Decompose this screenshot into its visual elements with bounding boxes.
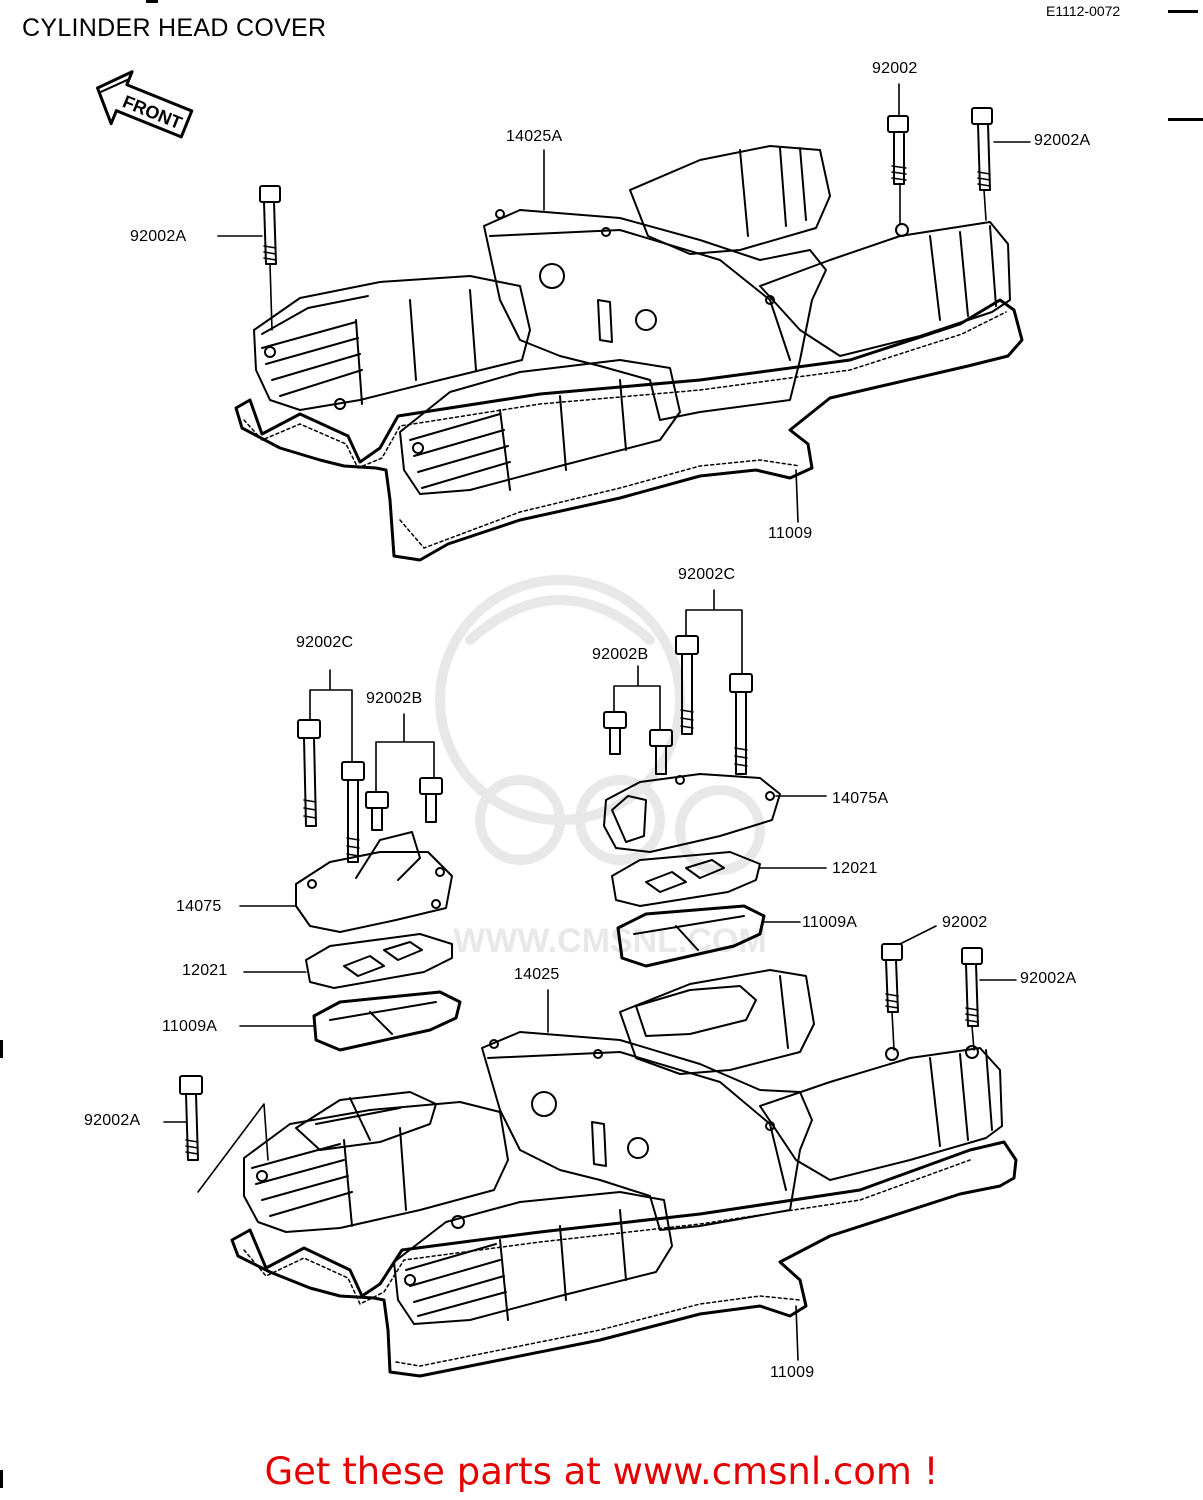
watermark-text: WWW.CMSNL.COM: [453, 922, 767, 960]
bolt-92002-mid: [881, 943, 903, 1013]
leader-lines-right-parts: [759, 795, 827, 923]
label-11009A-right: 11009A: [802, 914, 858, 931]
cylinder-head-cover-bottom: [230, 969, 1018, 1378]
plate-12021-left: [305, 933, 453, 989]
gasket-11009-top: [234, 298, 1024, 562]
gasket-11009-bottom: [230, 1140, 1018, 1378]
bolt-92002-top: [887, 115, 909, 185]
bolt-92002B-right-1: [603, 711, 627, 755]
breather-cover-14075: [295, 831, 453, 933]
label-92002A-bottom-left: 92002A: [84, 1112, 141, 1129]
bolt-92002C-right-2: [729, 673, 753, 775]
breather-cover-14075A: [603, 773, 781, 853]
label-11009A-left: 11009A: [162, 1018, 218, 1035]
gasket-11009A-left: [312, 990, 462, 1052]
cylinder-head-cover-top: [234, 145, 1024, 562]
gasket-11009A-right: [616, 904, 766, 968]
leader-lines-left-stack: [309, 669, 435, 793]
label-92002A-mid: 92002A: [1020, 970, 1077, 987]
label-12021-right: 12021: [832, 860, 878, 877]
margin-tick-left-bottom: [0, 1470, 3, 1488]
bolt-92002B-left-1: [365, 791, 389, 831]
id-dash: [1168, 10, 1198, 13]
label-92002-top: 92002: [872, 60, 918, 77]
bolt-92002C-right-1: [675, 635, 699, 735]
watermark-logo: [435, 575, 765, 875]
front-arrow-label: FRONT: [120, 91, 185, 133]
label-92002C-left: 92002C: [296, 634, 354, 651]
label-12021-left: 12021: [182, 962, 228, 979]
bolt-92002A-top-right: [971, 107, 993, 191]
leader-lines-bottom: [163, 989, 799, 1361]
label-92002B-right: 92002B: [592, 646, 649, 663]
label-92002B-left: 92002B: [366, 690, 423, 707]
bolt-92002C-left-1: [297, 719, 321, 827]
label-14075A: 14075A: [832, 790, 889, 807]
leader-lines-mid-bolts: [891, 925, 1017, 1051]
label-14025: 14025: [514, 966, 560, 983]
margin-tick-left: [0, 1040, 3, 1058]
bolt-92002B-left-2: [419, 777, 443, 823]
order-parts-link[interactable]: Get these parts at www.cmsnl.com !: [264, 1450, 939, 1493]
leader-lines-right-stack: [613, 589, 743, 731]
page-title: CYLINDER HEAD COVER: [22, 14, 327, 42]
front-arrow-icon: FRONT: [96, 70, 194, 139]
label-92002C-right: 92002C: [678, 566, 736, 583]
diagram-id: E1112-0072: [1046, 3, 1121, 19]
label-11009-bottom: 11009: [770, 1364, 815, 1381]
margin-tick: [1168, 118, 1203, 121]
bolt-92002C-left-2: [341, 761, 365, 863]
label-11009-top: 11009: [768, 525, 813, 542]
bolt-92002B-right-2: [649, 729, 673, 775]
leader-lines-left-parts: [239, 905, 315, 1027]
label-92002-mid: 92002: [942, 914, 988, 931]
label-14025A: 14025A: [506, 128, 563, 145]
leader-lines-top: [217, 83, 1031, 523]
corner-mark: [146, 0, 158, 3]
bolt-92002A-mid: [961, 947, 983, 1027]
label-92002A-top-right: 92002A: [1034, 132, 1091, 149]
bolt-92002A-bottom-left: [179, 1075, 203, 1161]
label-14075: 14075: [176, 898, 222, 915]
bolt-92002A-top-left: [259, 185, 281, 265]
plate-12021-right: [611, 851, 761, 907]
label-92002A-top-left: 92002A: [130, 228, 187, 245]
